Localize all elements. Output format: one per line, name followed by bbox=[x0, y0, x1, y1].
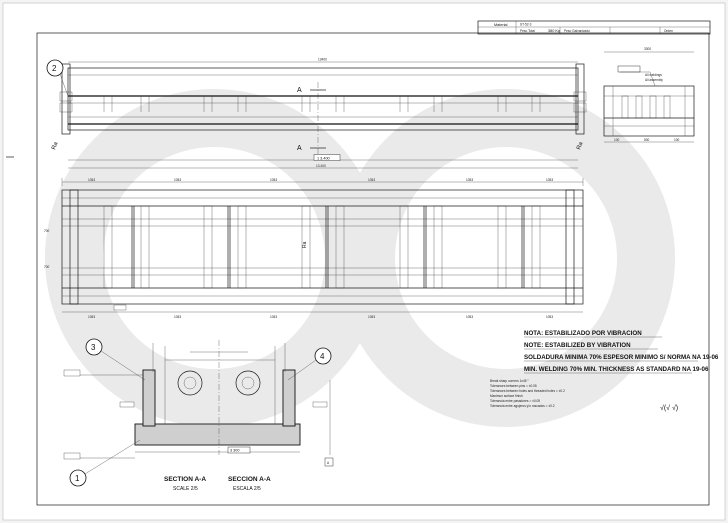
svg-text:1053: 1053 bbox=[270, 315, 277, 319]
balloon-3: 3 bbox=[85, 338, 146, 381]
svg-text:1053: 1053 bbox=[174, 178, 181, 182]
svg-text:500: 500 bbox=[644, 138, 650, 142]
svg-text:Ra: Ra bbox=[302, 241, 308, 248]
section-mark-top: A bbox=[297, 87, 302, 94]
section-scale-en: SCALE 2/5 bbox=[173, 486, 198, 492]
svg-text:1053: 1053 bbox=[88, 178, 95, 182]
svg-text:Ra: Ra bbox=[576, 141, 584, 151]
svg-text:1053: 1053 bbox=[368, 315, 375, 319]
svg-text:1053: 1053 bbox=[88, 315, 95, 319]
svg-text:1053: 1053 bbox=[270, 178, 277, 182]
svg-text:1053: 1053 bbox=[174, 315, 181, 319]
small-note-4: Maximun surface finish bbox=[490, 394, 523, 398]
section-scale-es: ESCALA 2/5 bbox=[233, 486, 261, 492]
plan-view: Ra 1053 1053 1053 1053 1053 1053 1053 1053 1… bbox=[44, 178, 584, 319]
balloon-2-label: 2 bbox=[52, 64, 57, 73]
svg-text:All weldings: All weldings bbox=[645, 73, 662, 77]
material-value: ST-52-3 bbox=[520, 23, 532, 27]
svg-text:700: 700 bbox=[44, 229, 50, 233]
tolerance-notes: Break sharp corners 1x45 ° Tolerances be… bbox=[490, 379, 565, 408]
balloon-2: 2 bbox=[46, 59, 69, 97]
balloon-1-label: 1 bbox=[75, 474, 80, 483]
drawing-frame bbox=[36, 32, 710, 506]
order-label: Orden bbox=[664, 29, 673, 33]
small-note-5: Tolerancia entre pasadores = ±0.05 bbox=[490, 399, 540, 403]
note-line-2: NOTE: ESTABILIZED BY VIBRATION bbox=[524, 342, 631, 349]
svg-text:1053: 1053 bbox=[368, 178, 375, 182]
svg-text:700: 700 bbox=[44, 265, 50, 269]
overall-length-dim: 1 3.400 bbox=[317, 156, 330, 160]
balloon-1: 1 bbox=[69, 439, 141, 487]
weight-label: Peso Total bbox=[520, 29, 535, 33]
note-line-1: NOTA: ESTABILIZADO POR VIBRACION bbox=[524, 330, 642, 337]
section-mark-bottom: A bbox=[297, 145, 302, 152]
surface-finish-symbols: √(√ √) bbox=[660, 404, 678, 412]
svg-text:1053: 1053 bbox=[546, 315, 553, 319]
svg-text:1053: 1053 bbox=[466, 178, 473, 182]
title-block: Material ST-52-3 Peso Total 380 Kg Peso … bbox=[477, 20, 711, 35]
balloon-4: 4 bbox=[287, 347, 332, 381]
balloon-3-label: 3 bbox=[91, 343, 96, 352]
section-title-en: SECTION A-A bbox=[164, 476, 206, 483]
svg-text:All assembly: All assembly bbox=[645, 78, 663, 82]
weight-value: 380 Kg bbox=[548, 29, 560, 33]
svg-text:13400: 13400 bbox=[318, 58, 327, 62]
svg-text:Ra: Ra bbox=[51, 141, 59, 151]
end-view: All weldings All assembly 3300 100 500 100 bbox=[603, 47, 695, 143]
section-title-es: SECCION A-A bbox=[228, 476, 271, 483]
section-width-dim: 3 300 bbox=[230, 449, 240, 453]
notes-block: NOTA: ESTABILIZADO POR VIBRACION NOTE: E… bbox=[524, 330, 719, 374]
treatment-label: Peso Galvanizado bbox=[564, 29, 590, 33]
small-note-1: Break sharp corners 1x45 ° bbox=[490, 379, 529, 383]
small-note-3: Tolerances between holes and threaded ho… bbox=[490, 389, 565, 393]
svg-text:A: A bbox=[327, 461, 330, 465]
section-view: 3 300 A bbox=[63, 340, 334, 467]
side-view: A A 1 3.400 13.400 13400 Ra Ra bbox=[51, 58, 587, 169]
small-note-6: Tolerancia entre agujeros y/o roscados =… bbox=[490, 404, 555, 408]
svg-text:100: 100 bbox=[614, 138, 620, 142]
material-label: Material bbox=[494, 23, 508, 27]
balloon-4-label: 4 bbox=[320, 352, 325, 361]
watermark-logo bbox=[45, 89, 675, 427]
note-line-3: SOLDADURA MINIMA 70% ESPESOR MINIMO S/ N… bbox=[524, 354, 719, 361]
svg-text:3300: 3300 bbox=[644, 47, 651, 51]
svg-text:1053: 1053 bbox=[546, 178, 553, 182]
small-note-2: Tolerances between pins = ±0.05 bbox=[490, 384, 537, 388]
note-line-4: MIN. WELDING 70% MIN. THICKNESS AS STAND… bbox=[524, 366, 709, 373]
svg-text:1053: 1053 bbox=[466, 315, 473, 319]
svg-text:100: 100 bbox=[674, 138, 680, 142]
overall-length-secondary-dim: 13.400 bbox=[316, 164, 326, 168]
